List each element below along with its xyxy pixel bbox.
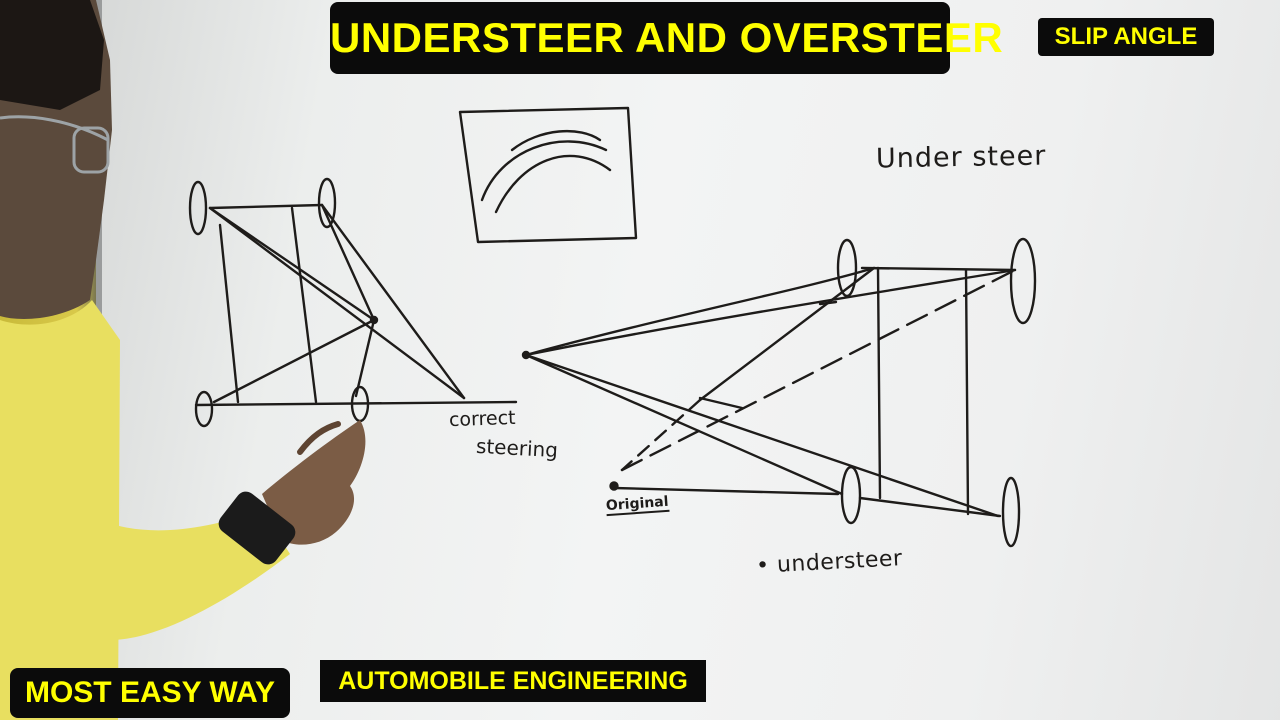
title-banner: UNDERSTEER AND OVERSTEER <box>330 2 1003 74</box>
tagline-banner: MOST EASY WAY <box>10 668 290 718</box>
topic-banner: SLIP ANGLE <box>1038 18 1214 56</box>
correct-label: correct <box>448 406 516 432</box>
understeer-heading: Under steer <box>875 140 1047 175</box>
tire-sketch <box>458 106 638 244</box>
steering-label: steering <box>475 433 559 463</box>
understeer-diagram <box>521 237 1037 548</box>
subject-banner: AUTOMOBILE ENGINEERING <box>320 660 706 702</box>
correct-steering-diagram <box>188 177 518 428</box>
presenter <box>0 0 366 720</box>
